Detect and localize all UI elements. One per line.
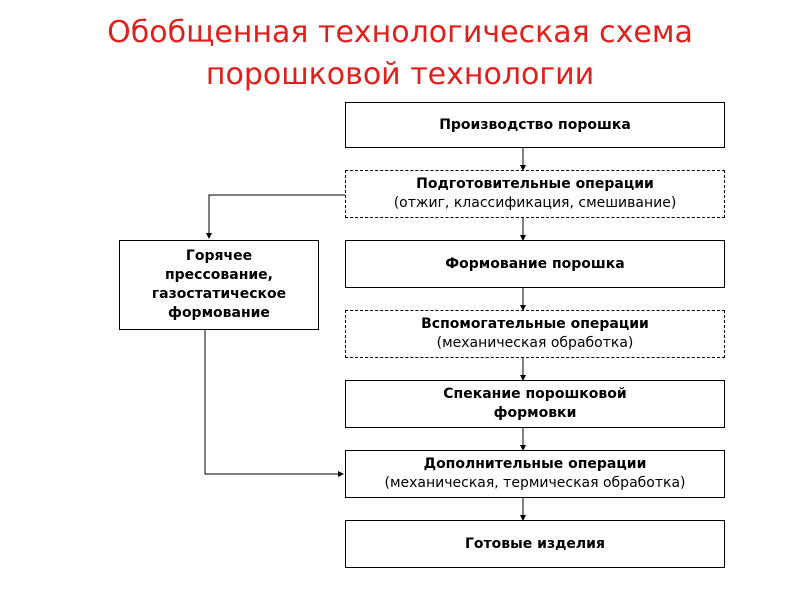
step-label: Вспомогательные операции (421, 316, 649, 332)
step-label: Формование порошка (445, 255, 625, 272)
title-line-1: Обобщенная технологическая схема (107, 15, 693, 50)
step-powder-production: Производство порошка (345, 102, 725, 148)
branch-to-additional-ops (204, 330, 344, 477)
step-label: Производство порошка (439, 116, 631, 133)
step-additional-operations: Дополнительные операции (механическая, т… (345, 450, 725, 498)
step-auxiliary-operations: Вспомогательные операции (механическая о… (345, 310, 725, 358)
step-label: Дополнительные операции (423, 456, 647, 472)
step-sublabel: (отжиг, классификация, смешивание) (393, 195, 677, 211)
title-line-2: порошковой технологии (205, 57, 595, 92)
page-title: Обобщенная технологическая схема порошко… (0, 12, 800, 96)
step-sublabel: (механическая, термическая обработка) (384, 475, 686, 491)
step-preparatory-operations: Подготовительные операции (отжиг, класси… (345, 170, 725, 218)
step-label: Спекание порошковой формовки (443, 386, 627, 421)
side-step-label: Горячее прессование, газостатическое фор… (151, 248, 287, 321)
step-powder-forming: Формование порошка (345, 240, 725, 288)
step-sintering: Спекание порошковой формовки (345, 380, 725, 428)
step-finished-products: Готовые изделия (345, 520, 725, 568)
side-step-hot-pressing: Горячее прессование, газостатическое фор… (119, 240, 319, 330)
step-label: Готовые изделия (465, 535, 605, 552)
branch-to-hot-pressing (206, 194, 345, 239)
step-label: Подготовительные операции (416, 176, 654, 192)
step-sublabel: (механическая обработка) (436, 335, 634, 351)
